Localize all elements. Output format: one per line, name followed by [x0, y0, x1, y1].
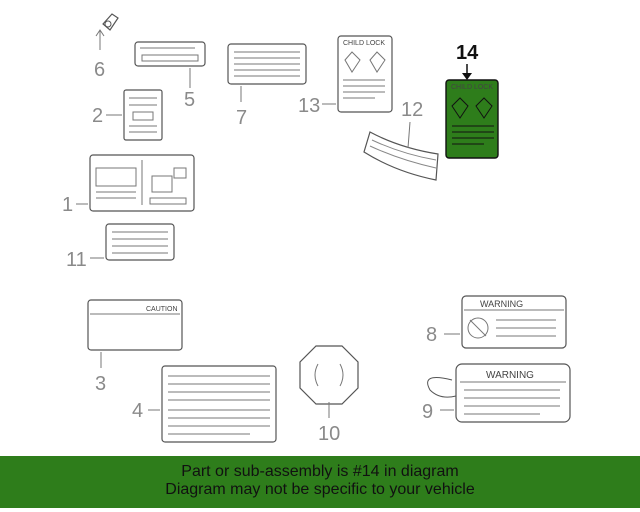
caution-text: CAUTION [146, 306, 178, 313]
callout-10: 10 [318, 423, 340, 445]
part-4[interactable]: 4 [132, 365, 277, 443]
part-9[interactable]: WARNING 9 [422, 363, 571, 423]
callout-12: 12 [401, 99, 423, 121]
part-8[interactable]: WARNING 8 [426, 295, 567, 349]
callout-7: 7 [236, 107, 247, 129]
part-7[interactable]: 7 [227, 43, 307, 129]
part-3[interactable]: CAUTION 3 [87, 299, 183, 395]
callout-4: 4 [132, 400, 143, 422]
banner-line-2: Diagram may not be specific to your vehi… [165, 481, 475, 498]
callout-6: 6 [94, 59, 105, 81]
callout-14: 14 [456, 42, 479, 64]
callout-9: 9 [422, 401, 433, 423]
part-2[interactable]: 2 [92, 89, 163, 141]
part-14[interactable]: 14 CHILD LOCK [445, 42, 499, 159]
callout-2: 2 [92, 105, 103, 127]
callout-8: 8 [426, 324, 437, 346]
callout-5: 5 [184, 89, 195, 111]
part-10[interactable]: 10 [299, 345, 359, 445]
child-lock-14-text: CHILD LOCK [451, 84, 493, 91]
part-13[interactable]: CHILD LOCK 13 [298, 35, 393, 117]
callout-3: 3 [95, 373, 106, 395]
part-1[interactable]: 1 [62, 154, 195, 216]
warning-9-text: WARNING [486, 370, 534, 381]
callout-13: 13 [298, 95, 320, 117]
part-5[interactable]: 5 [134, 41, 206, 111]
part-11[interactable]: 11 [66, 223, 175, 271]
notice-banner: Part or sub-assembly is #14 in diagram D… [0, 456, 640, 508]
callout-1: 1 [62, 194, 73, 216]
callout-11: 11 [66, 249, 87, 271]
banner-line-1: Part or sub-assembly is #14 in diagram [181, 463, 459, 480]
child-lock-13-text: CHILD LOCK [343, 40, 385, 47]
part-6[interactable]: 6 [94, 13, 119, 81]
warning-8-text: WARNING [480, 299, 523, 309]
part-12[interactable]: 12 [363, 99, 439, 181]
parts-diagram: 6 5 7 CHILD LOCK 13 12 [62, 13, 571, 445]
